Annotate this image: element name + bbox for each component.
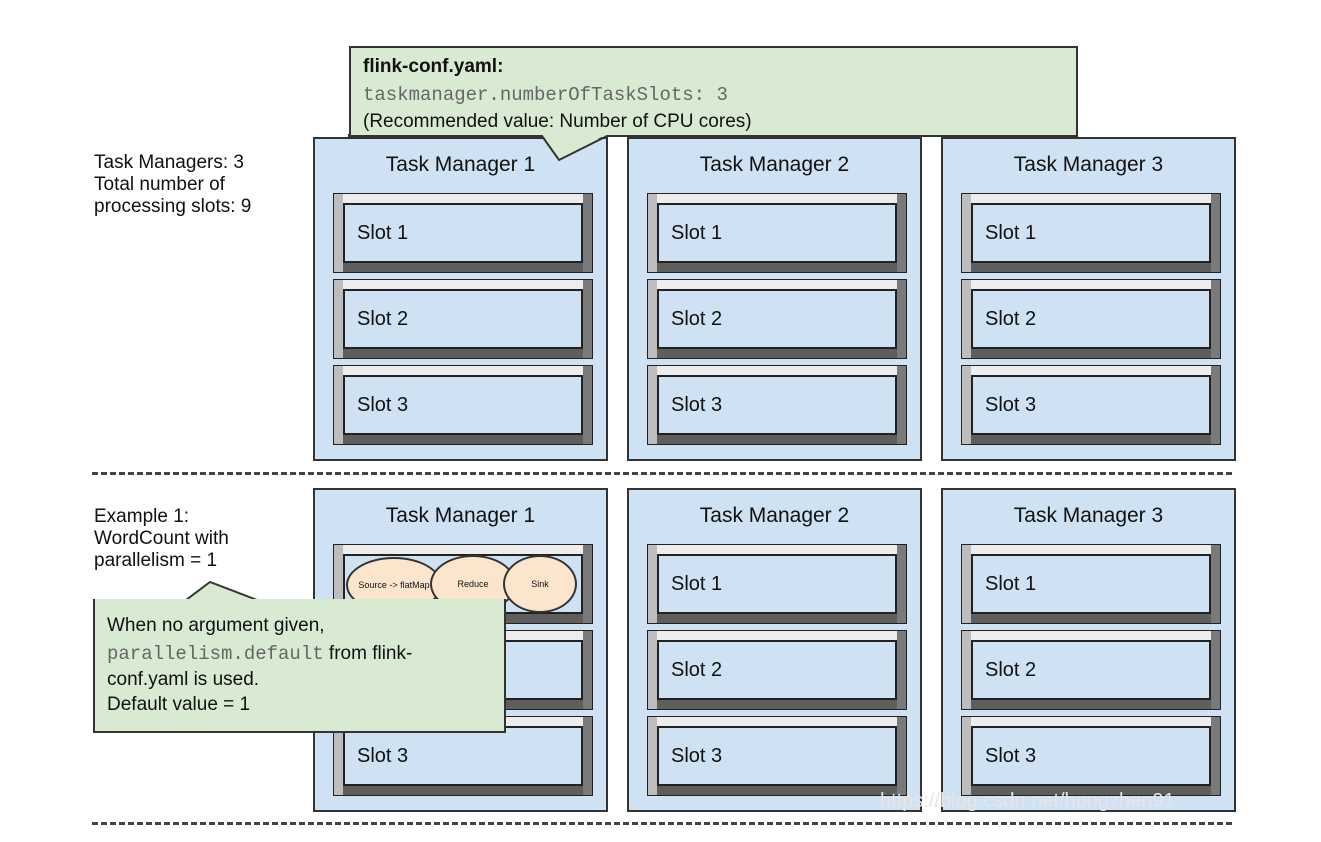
watermark: https://blog.csdn.net/hongzhen91: [880, 790, 1175, 812]
default-line4: Default value = 1: [107, 694, 251, 715]
top-task-manager-2: Task Manager 2 Slot 1 Slot 2 Slot 3: [627, 137, 922, 461]
default-callout: When no argument given, parallelism.defa…: [93, 599, 506, 733]
operator-sink: Sink: [503, 555, 577, 613]
default-line2-text: from flink-: [323, 643, 413, 664]
slot-1: Slot 1: [961, 544, 1221, 624]
task-manager-title: Task Manager 1: [385, 153, 536, 176]
slot-label: Slot 3: [357, 744, 409, 767]
slot-label: Slot 2: [357, 307, 409, 330]
task-manager-title: Task Manager 3: [1013, 153, 1164, 176]
slot-2: Slot 2: [647, 630, 907, 710]
slot-label: Slot 3: [671, 393, 723, 416]
slot-3: Slot 3: [961, 716, 1221, 796]
slot-1: Slot 1: [333, 193, 593, 273]
slot-label: Slot 2: [671, 307, 723, 330]
default-line3: conf.yaml is used.: [107, 669, 260, 690]
slot-1: Slot 1: [961, 193, 1221, 273]
divider-top: [92, 472, 1232, 475]
config-note: (Recommended value: Number of CPU cores): [363, 111, 752, 132]
slot-label: Slot 3: [985, 393, 1037, 416]
slot-1: Slot 1: [647, 544, 907, 624]
slot-2: Slot 2: [333, 279, 593, 359]
config-title: flink-conf.yaml:: [363, 56, 504, 77]
slot-3: Slot 3: [333, 716, 593, 796]
slot-3: Slot 3: [333, 365, 593, 445]
slot-label: Slot 1: [671, 221, 723, 244]
top-task-manager-3: Task Manager 3 Slot 1 Slot 2 Slot 3: [941, 137, 1236, 461]
config-code: taskmanager.numberOfTaskSlots: 3: [363, 84, 728, 106]
slot-3: Slot 3: [647, 716, 907, 796]
example-task-manager-2: Task Manager 2 Slot 1 Slot 2 Slot 3: [627, 488, 922, 812]
slot-label: Slot 2: [671, 658, 723, 681]
slot-1: Slot 1: [647, 193, 907, 273]
top-task-manager-1: Task Manager 1 Slot 1 Slot 2 Slot 3: [313, 137, 608, 461]
slot-label: Slot 2: [985, 307, 1037, 330]
example-task-manager-3: Task Manager 3 Slot 1 Slot 2 Slot 3: [941, 488, 1236, 812]
slot-label: Slot 1: [357, 221, 409, 244]
slot-label: Slot 1: [671, 572, 723, 595]
task-manager-title: Task Manager 2: [699, 504, 850, 527]
task-manager-title: Task Manager 3: [1013, 504, 1164, 527]
slot-2: Slot 2: [961, 630, 1221, 710]
slot-label: Slot 3: [671, 744, 723, 767]
top-side-text: Task Managers: 3 Total number of process…: [94, 152, 252, 217]
slot-2: Slot 2: [961, 279, 1221, 359]
slot-3: Slot 3: [961, 365, 1221, 445]
config-callout: flink-conf.yaml: taskmanager.numberOfTas…: [349, 46, 1078, 136]
slot-label: Slot 1: [985, 572, 1037, 595]
slot-label: Slot 3: [985, 744, 1037, 767]
default-line1: When no argument given,: [107, 615, 325, 636]
example-side-text: Example 1: WordCount with parallelism = …: [94, 506, 229, 571]
slot-label: Slot 2: [985, 658, 1037, 681]
default-code: parallelism.default: [107, 643, 324, 665]
task-manager-title: Task Manager 2: [699, 153, 850, 176]
divider-bottom: [92, 822, 1232, 825]
default-line2: parallelism.default from flink-: [107, 643, 412, 665]
slot-2: Slot 2: [647, 279, 907, 359]
task-manager-title: Task Manager 1: [385, 504, 536, 527]
config-callout-pointer: [348, 134, 1079, 162]
slot-label: Slot 3: [357, 393, 409, 416]
slot-label: Slot 1: [985, 221, 1037, 244]
slot-3: Slot 3: [647, 365, 907, 445]
